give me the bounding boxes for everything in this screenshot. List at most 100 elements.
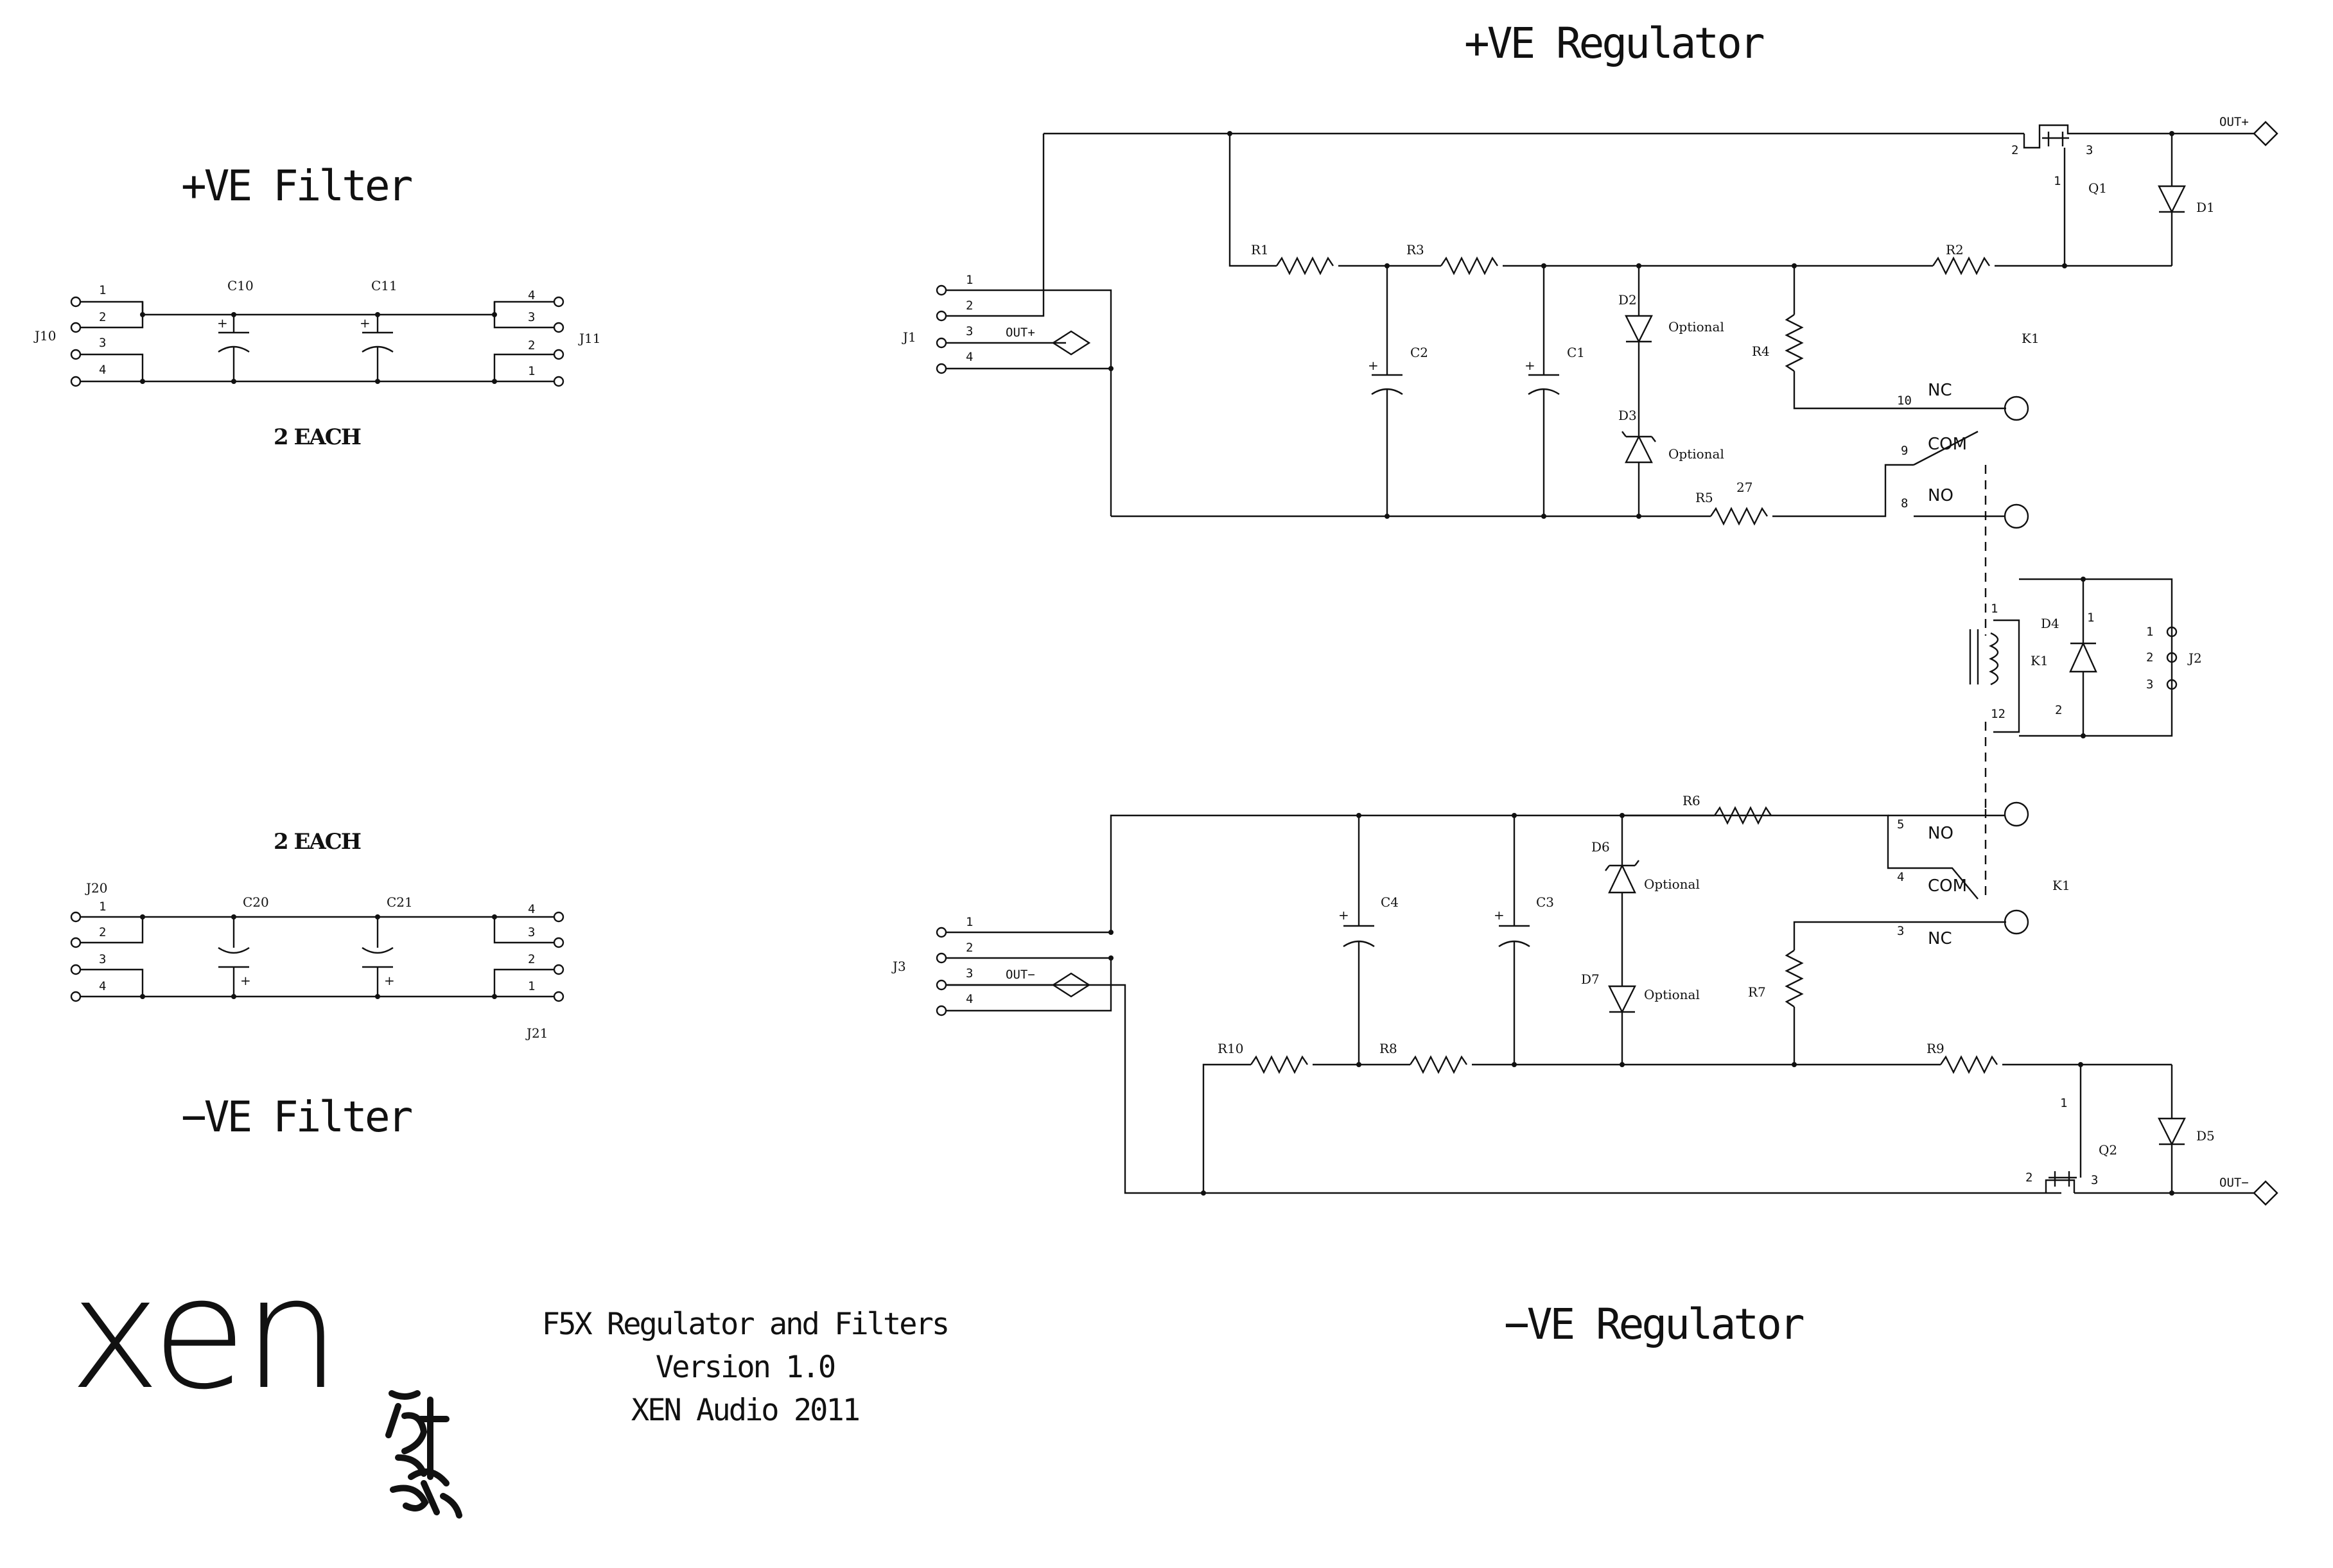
pin-label: 1 (99, 900, 106, 914)
pin-label: 2 (2025, 1171, 2032, 1185)
relay-coil-circuit (1969, 577, 2178, 809)
pin-label: 2 (966, 941, 973, 955)
pin-label: 2 (966, 299, 973, 313)
resistor-label-r9: R9 (1927, 1041, 1944, 1056)
diode-label-d7: D7 (1581, 971, 1600, 987)
xen-logo-text: xen (69, 1244, 336, 1424)
svg-text:+: + (384, 973, 395, 988)
relay-pin-10: 10 (1897, 394, 1912, 408)
pin-label: 4 (99, 979, 106, 993)
pin-label: 1 (1991, 602, 1998, 616)
out-neg-label-j3: OUT− (1006, 968, 1035, 982)
capacitor-label-c10: C10 (227, 278, 254, 293)
svg-text:+: + (217, 315, 228, 331)
relay-pin-4: 4 (1897, 870, 1904, 884)
connector-label-j21: J21 (525, 1025, 548, 1041)
capacitor-label-c20: C20 (243, 894, 269, 910)
capacitor-label-c2: C2 (1410, 345, 1428, 360)
transistor-label-q1: Q1 (2088, 180, 2107, 196)
optional-label: Optional (1668, 319, 1724, 335)
diode-label-d6: D6 (1591, 839, 1610, 855)
pin-label: 2 (528, 338, 535, 353)
relay-no-label: NO (1928, 824, 1953, 843)
resistor-label-r2: R2 (1946, 242, 1964, 257)
pin-label: 1 (966, 915, 973, 929)
pin-label: 3 (528, 925, 535, 939)
pin-label: 4 (528, 288, 535, 302)
capacitor-label-c11: C11 (371, 278, 398, 293)
connector-label-j2: J2 (2187, 650, 2202, 666)
capacitor-label-c4: C4 (1381, 894, 1399, 910)
resistor-label-r8: R8 (1379, 1041, 1397, 1056)
relay-com-label: COM (1928, 876, 1967, 896)
relay-nc-label: NC (1928, 929, 1952, 948)
relay-pin-3: 3 (1897, 924, 1904, 938)
pin-label: 3 (2146, 677, 2153, 692)
relay-nc-label: NC (1928, 381, 1952, 400)
resistor-label-r1: R1 (1251, 242, 1269, 257)
pin-label: 3 (966, 966, 973, 980)
pin-label: 4 (99, 363, 106, 377)
pin-label: 3 (966, 324, 973, 338)
resistor-label-r10: R10 (1218, 1041, 1244, 1056)
pin-label: 2 (2146, 650, 2153, 665)
optional-label: Optional (1644, 987, 1700, 1002)
resistor-label-r3: R3 (1406, 242, 1424, 257)
relay-pin-8: 8 (1901, 496, 1908, 510)
capacitor-label-c3: C3 (1536, 894, 1554, 910)
pin-label: 1 (2087, 611, 2094, 625)
relay-coil-pin-12: 12 (1991, 707, 2005, 721)
connector-label-j10: J10 (33, 328, 56, 344)
pos-regulator-heading: +VE Regulator (1464, 19, 1764, 68)
diode-label-d1: D1 (2196, 200, 2215, 215)
svg-text:+: + (1525, 358, 1535, 373)
pin-label: 4 (966, 992, 973, 1006)
optional-label: Optional (1668, 446, 1724, 462)
pin-label: 3 (99, 336, 106, 350)
pin-label: 2 (528, 952, 535, 966)
relay-label-k1: K1 (2052, 878, 2070, 893)
relay-pin-9: 9 (1901, 444, 1908, 458)
neg-filter-circuit (70, 911, 564, 1002)
pin-label: 4 (528, 902, 535, 916)
resistor-label-r4: R4 (1752, 344, 1770, 359)
pos-filter-heading: +VE Filter (181, 161, 412, 211)
pos-filter-circuit (70, 296, 564, 387)
title-line-1: F5X Regulator and Filters (542, 1307, 948, 1342)
xen-logo: xen (69, 1244, 462, 1519)
diode-label-d2: D2 (1618, 292, 1637, 308)
relay-pin-5: 5 (1897, 817, 1904, 832)
connector-label-j3: J3 (891, 959, 906, 974)
pin-label: 2 (99, 310, 106, 324)
connector-label-j1: J1 (902, 329, 916, 345)
transistor-label-q2: Q2 (2099, 1142, 2117, 1158)
svg-text:+: + (360, 315, 371, 331)
out-neg-label: OUT− (2219, 1176, 2249, 1190)
relay-coil-label-k1: K1 (2031, 653, 2049, 668)
pin-label: 1 (2054, 174, 2061, 188)
pin-label: 1 (99, 283, 106, 297)
pin-label: 3 (2091, 1173, 2098, 1187)
svg-text:+: + (1368, 358, 1379, 373)
pin-label: 1 (528, 364, 535, 378)
pin-label: 1 (966, 273, 973, 287)
pin-label: 1 (528, 979, 535, 993)
r5-value: 27 (1736, 480, 1752, 495)
connector-label-j20: J20 (85, 880, 107, 896)
resistor-label-r5: R5 (1695, 490, 1713, 505)
neg-regulator-heading: −VE Regulator (1504, 1300, 1804, 1349)
relay-no-label: NO (1928, 486, 1953, 505)
title-line-2: Version 1.0 (656, 1350, 835, 1385)
pos-filter-note: 2 EACH (274, 424, 361, 450)
resistor-label-r6: R6 (1682, 793, 1700, 808)
pin-label: 2 (2011, 143, 2018, 157)
pin-label: 3 (528, 310, 535, 324)
pin-label: 1 (2146, 625, 2153, 639)
relay-com-label: COM (1928, 435, 1967, 454)
pin-label: 3 (2086, 143, 2093, 157)
neg-filter-heading: −VE Filter (181, 1092, 412, 1142)
diode-label-d5: D5 (2196, 1128, 2215, 1144)
out-pos-label: OUT+ (2219, 115, 2249, 129)
title-line-3: XEN Audio 2011 (631, 1393, 859, 1428)
